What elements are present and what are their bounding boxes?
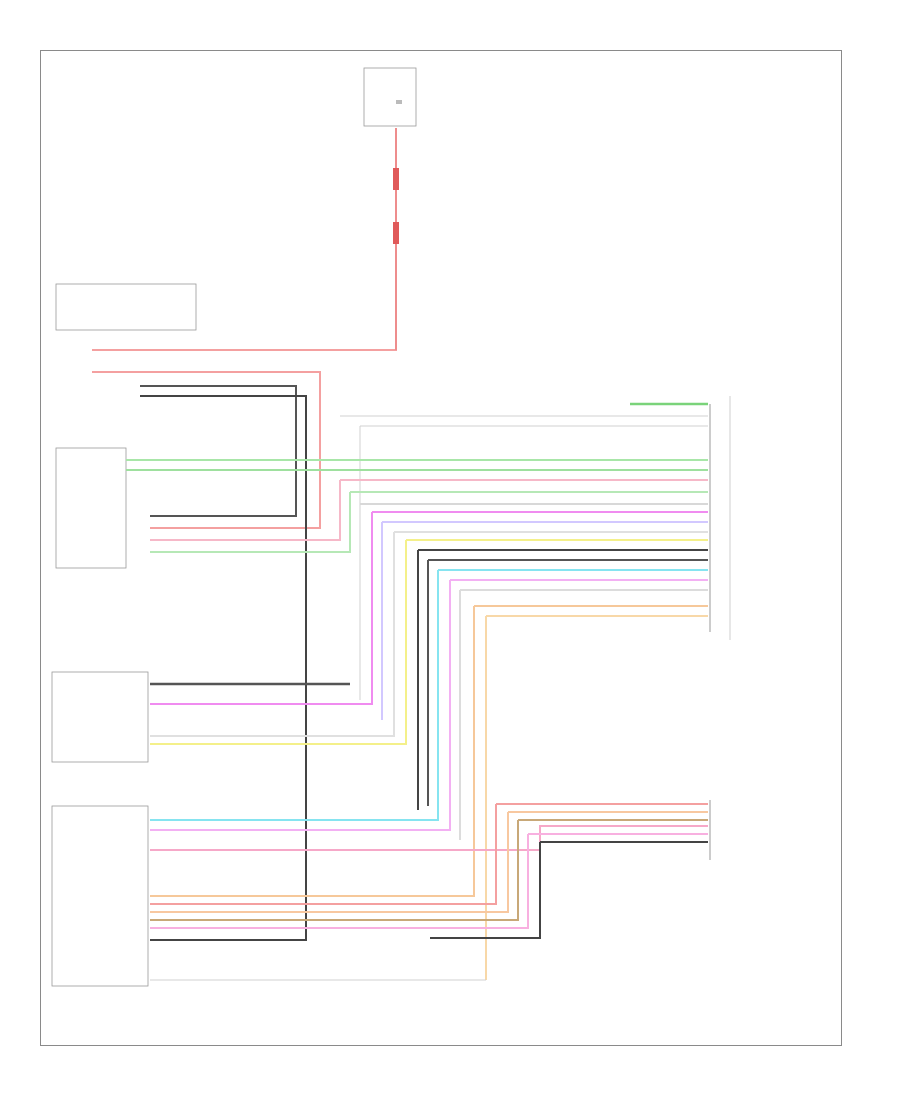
- audio-amplifier: [709, 396, 731, 640]
- top-fuse-box: [363, 67, 417, 127]
- radio-head: [51, 671, 149, 763]
- gray-wire-2: [359, 425, 708, 700]
- body-control-module: [55, 447, 127, 569]
- steering-switch: [51, 805, 149, 987]
- rear-audio-wires: [150, 803, 708, 939]
- pink-lower-wire: [150, 825, 708, 851]
- bcm-to-amp-wires: [126, 459, 708, 980]
- red-feed-wire: [92, 128, 399, 351]
- diagram-frame: [40, 50, 842, 1046]
- left-fuse-box: [55, 283, 197, 331]
- red-wire-left: [92, 371, 321, 529]
- ground-wires: [140, 385, 307, 941]
